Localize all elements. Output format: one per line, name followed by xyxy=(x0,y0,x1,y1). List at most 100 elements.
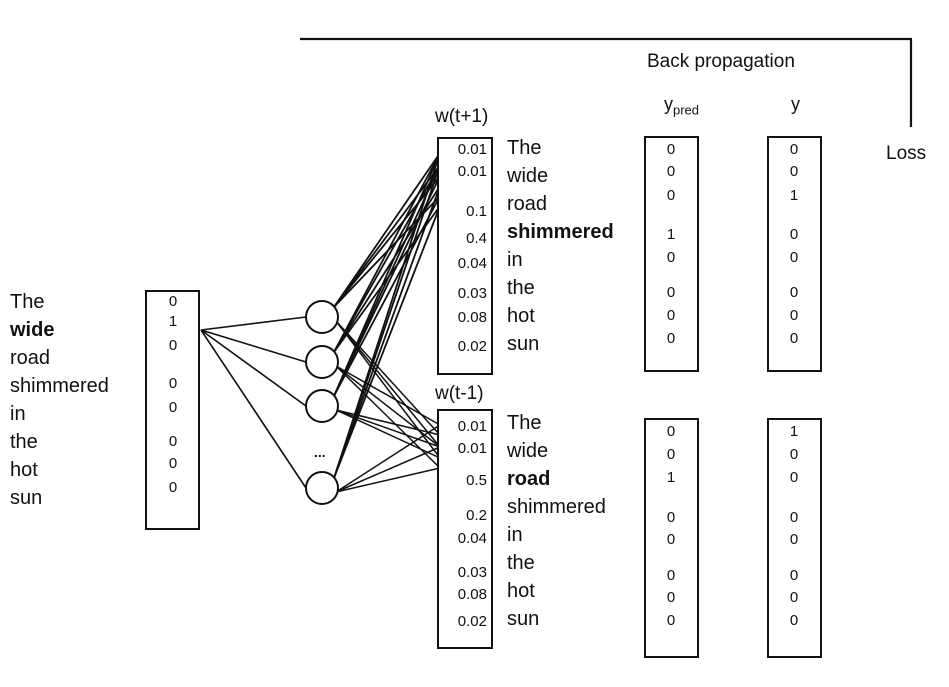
input-to-neuron-line-3 xyxy=(200,329,307,489)
y-next-1: 0 xyxy=(789,163,799,180)
ypred-next-4: 0 xyxy=(666,249,676,266)
prev-prob-3: 0.2 xyxy=(466,507,487,524)
y-prev-2: 0 xyxy=(789,469,799,486)
neuron-2-to-prev-line-3 xyxy=(335,409,441,459)
input-value-6: 0 xyxy=(168,455,178,472)
prev-prob-2: 0.5 xyxy=(466,472,487,489)
neuron-0-to-next-line-1 xyxy=(333,164,441,308)
y-prev-7: 0 xyxy=(789,612,799,629)
prev-word-3: shimmered xyxy=(507,496,606,518)
y-next-5: 0 xyxy=(789,284,799,301)
y-next-3: 0 xyxy=(789,226,799,243)
w-prev-label: w(t-1) xyxy=(435,383,484,404)
input-to-neuron-line-2 xyxy=(200,329,307,407)
neuron-3-to-next-line-5 xyxy=(333,205,441,479)
input-word-2: road xyxy=(10,347,51,369)
ypred-next-box xyxy=(644,136,699,372)
input-value-0: 0 xyxy=(168,293,178,310)
y-next-0: 0 xyxy=(789,141,799,158)
input-word-3: shimmered xyxy=(10,375,109,397)
prev-word-4: in xyxy=(507,524,523,546)
hidden-neuron-2 xyxy=(305,389,339,423)
ypred-next-3: 1 xyxy=(666,226,676,243)
input-to-neuron-line-1 xyxy=(200,329,307,363)
hidden-neuron-0 xyxy=(305,300,339,334)
next-word-2: road xyxy=(507,193,548,215)
ypred-next-6: 0 xyxy=(666,307,676,324)
hidden-neuron-3 xyxy=(305,471,339,505)
next-prob-3: 0.4 xyxy=(466,230,487,247)
next-prob-6: 0.08 xyxy=(457,309,487,326)
y-pred-header: ypred xyxy=(664,94,699,118)
next-prob-2: 0.1 xyxy=(466,203,487,220)
ypred-next-1: 0 xyxy=(666,163,676,180)
y-prev-4: 0 xyxy=(789,531,799,548)
prev-prob-1: 0.01 xyxy=(457,440,487,457)
neuron-2-to-next-line-4 xyxy=(333,195,441,397)
neuron-3-to-prev-line-4 xyxy=(335,467,441,493)
prev-prob-6: 0.08 xyxy=(457,586,487,603)
ypred-prev-5: 0 xyxy=(666,567,676,584)
backprop-label: Back propagation xyxy=(647,51,795,72)
input-value-4: 0 xyxy=(168,399,178,416)
y-pred-base: y xyxy=(664,94,673,114)
prev-word-7: sun xyxy=(507,608,540,630)
ypred-prev-1: 0 xyxy=(666,446,676,463)
input-value-7: 0 xyxy=(168,479,178,496)
y-next-6: 0 xyxy=(789,307,799,324)
neuron-2-to-prev-line-1 xyxy=(335,409,441,436)
input-value-3: 0 xyxy=(168,375,178,392)
next-prob-7: 0.02 xyxy=(457,338,487,355)
hidden-ellipsis: ... xyxy=(314,444,326,460)
ypred-next-0: 0 xyxy=(666,141,676,158)
input-word-6: hot xyxy=(10,459,38,481)
y-prev-0: 1 xyxy=(789,423,799,440)
ypred-prev-7: 0 xyxy=(666,612,676,629)
neuron-3-to-prev-line-2 xyxy=(335,446,441,493)
input-word-0: The xyxy=(10,291,45,313)
y-prev-3: 0 xyxy=(789,509,799,526)
ypred-next-2: 0 xyxy=(666,187,676,204)
neuron-1-to-prev-line-2 xyxy=(335,365,441,448)
y-next-4: 0 xyxy=(789,249,799,266)
neuron-1-to-prev-line-4 xyxy=(335,365,441,469)
next-prob-4: 0.04 xyxy=(457,255,487,272)
ypred-prev-box xyxy=(644,418,699,658)
y-pred-subscript: pred xyxy=(673,102,700,118)
next-prob-0: 0.01 xyxy=(457,141,487,158)
prev-prob-7: 0.02 xyxy=(457,613,487,630)
y-header: y xyxy=(791,94,800,114)
input-word-7: sun xyxy=(10,487,43,509)
y-next-7: 0 xyxy=(789,330,799,347)
next-word-3: shimmered xyxy=(507,221,614,243)
loss-label: Loss xyxy=(886,143,927,164)
ypred-prev-3: 0 xyxy=(666,509,676,526)
output-prev-box xyxy=(437,409,493,649)
hidden-neuron-1 xyxy=(305,345,339,379)
output-next-box xyxy=(437,137,493,375)
next-prob-1: 0.01 xyxy=(457,163,487,180)
input-value-1: 1 xyxy=(168,313,178,330)
y-next-2: 1 xyxy=(789,187,799,204)
prev-word-0: The xyxy=(507,412,542,434)
next-word-1: wide xyxy=(507,165,549,187)
neuron-0-to-prev-line-2 xyxy=(335,320,441,448)
ypred-prev-2: 1 xyxy=(666,469,676,486)
ypred-next-5: 0 xyxy=(666,284,676,301)
prev-word-1: wide xyxy=(507,440,549,462)
neuron-0-to-prev-line-3 xyxy=(335,320,441,459)
next-word-4: in xyxy=(507,249,523,271)
prev-prob-4: 0.04 xyxy=(457,530,487,547)
prev-word-6: hot xyxy=(507,580,535,602)
neuron-2-to-next-line-2 xyxy=(333,175,441,397)
neuron-3-to-next-line-1 xyxy=(333,164,441,479)
neuron-1-to-next-line-0 xyxy=(333,152,441,353)
next-word-7: sun xyxy=(507,333,540,355)
neuron-2-to-prev-line-2 xyxy=(335,409,441,448)
input-word-4: in xyxy=(10,403,26,425)
neuron-1-to-next-line-1 xyxy=(333,164,441,353)
ypred-prev-6: 0 xyxy=(666,589,676,606)
neuron-3-to-next-line-3 xyxy=(333,185,441,479)
